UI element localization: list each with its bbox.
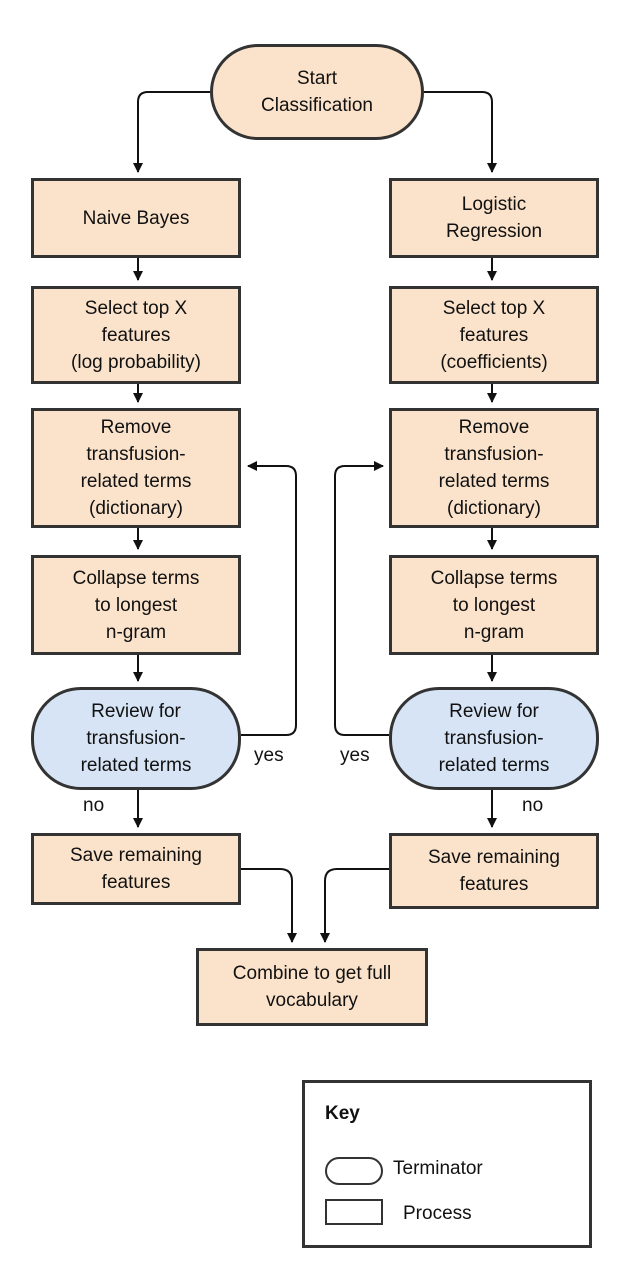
key-terminator-label: Terminator — [393, 1158, 483, 1179]
key-title: Key — [325, 1103, 360, 1124]
lr-collapse-terms-process: Collapse terms to longest n-gram — [389, 555, 599, 655]
start-classification-label: Start Classification — [261, 68, 373, 116]
start-classification-terminator: Start Classification — [210, 44, 424, 140]
lr-remove-terms-label: Remove transfusion- related terms (dicti… — [438, 417, 550, 519]
arrow-lr-save-to-combine — [320, 868, 389, 943]
nb-select-features-label: Select top X features (log probability) — [71, 297, 201, 373]
arrow-start-to-naive-bayes — [133, 91, 210, 173]
logistic-regression-process: Logistic Regression — [389, 178, 599, 258]
arrow-nb-save-to-combine — [241, 868, 297, 943]
nb-remove-terms-label: Remove transfusion- related terms (dicti… — [80, 417, 192, 519]
nb-review-terminator: Review for transfusion- related terms — [31, 687, 241, 790]
nb-select-features-process: Select top X features (log probability) — [31, 286, 241, 384]
key-process-label: Process — [403, 1203, 472, 1224]
nb-collapse-terms-process: Collapse terms to longest n-gram — [31, 555, 241, 655]
arrow-lr-review-yes-loop — [334, 461, 389, 736]
naive-bayes-label: Naive Bayes — [82, 207, 190, 229]
naive-bayes-process: Naive Bayes — [31, 178, 241, 258]
arrow-start-to-logistic-regression — [424, 91, 497, 173]
nb-save-features-process: Save remaining features — [31, 833, 241, 905]
combine-vocabulary-process: Combine to get full vocabulary — [196, 948, 428, 1026]
lr-select-features-process: Select top X features (coefficients) — [389, 286, 599, 384]
arrow-nb-review-yes-loop — [241, 461, 297, 736]
lr-review-label: Review for transfusion- related terms — [438, 701, 550, 776]
lr-save-features-process: Save remaining features — [389, 833, 599, 909]
nb-remove-terms-process: Remove transfusion- related terms (dicti… — [31, 408, 241, 528]
lr-review-terminator: Review for transfusion- related terms — [389, 687, 599, 790]
nb-review-label: Review for transfusion- related terms — [80, 701, 192, 776]
legend-key: Key Terminator Process — [302, 1080, 592, 1248]
lr-no-label: no — [522, 795, 544, 816]
terminator-shape-icon — [325, 1157, 383, 1185]
logistic-regression-label: Logistic Regression — [445, 194, 543, 242]
combine-vocabulary-label: Combine to get full vocabulary — [232, 963, 392, 1011]
nb-no-label: no — [83, 795, 105, 816]
lr-select-features-label: Select top X features (coefficients) — [440, 297, 548, 373]
nb-save-features-label: Save remaining features — [69, 845, 203, 893]
nb-yes-label: yes — [254, 745, 284, 766]
process-shape-icon — [325, 1199, 383, 1225]
lr-collapse-terms-label: Collapse terms to longest n-gram — [430, 567, 558, 643]
nb-collapse-terms-label: Collapse terms to longest n-gram — [72, 567, 200, 643]
lr-yes-label: yes — [340, 745, 370, 766]
lr-remove-terms-process: Remove transfusion- related terms (dicti… — [389, 408, 599, 528]
lr-save-features-label: Save remaining features — [427, 847, 561, 895]
